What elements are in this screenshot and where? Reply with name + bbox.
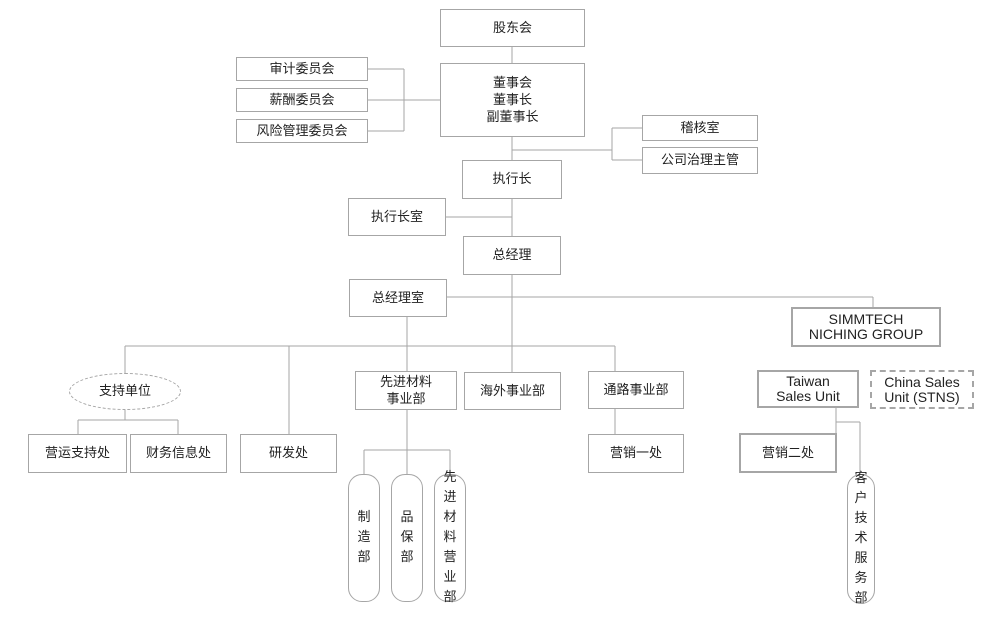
- board-node: 董事会 董事长 副董事长: [440, 63, 585, 137]
- finance-info-label: 财务信息处: [145, 446, 211, 461]
- simmtech-label-2: NICHING GROUP: [808, 326, 924, 342]
- advanced-materials-label: 先进材料事业部: [379, 374, 432, 407]
- compensation-committee-node: 薪酬委员会: [236, 88, 368, 112]
- china-sales-label-2: Unit (STNS): [884, 388, 960, 405]
- audit-office-node: 稽核室: [642, 115, 758, 141]
- support-units-node: 支持单位: [69, 373, 181, 410]
- overseas-node: 海外事业部: [464, 372, 561, 410]
- rd-label: 研发处: [268, 446, 308, 461]
- risk-committee-node: 风险管理委员会: [236, 119, 368, 143]
- risk-committee-label: 风险管理委员会: [256, 123, 348, 139]
- support-units-label: 支持单位: [98, 384, 151, 399]
- finance-info-node: 财务信息处: [130, 434, 227, 473]
- general-manager-node: 总经理: [463, 236, 561, 275]
- sales-2-node: 营销二处: [739, 433, 837, 473]
- ceo-office-node: 执行长室: [348, 198, 446, 236]
- governance-officer-node: 公司治理主管: [642, 147, 758, 174]
- gm-office-node: 总经理室: [349, 279, 447, 317]
- gm-office-label: 总经理室: [371, 290, 424, 306]
- channel-node: 通路事业部: [588, 371, 684, 409]
- ceo-office-label: 执行长室: [370, 209, 423, 225]
- rd-node: 研发处: [240, 434, 337, 473]
- taiwan-sales-label-1: Taiwan: [786, 373, 830, 389]
- taiwan-sales-label-2: Sales Unit: [776, 388, 840, 404]
- sales-1-label: 营销一处: [609, 446, 662, 461]
- customer-tech-label: 客户技术服务部: [854, 471, 868, 606]
- governance-officer-label: 公司治理主管: [660, 153, 739, 168]
- quality-node: 品保部: [391, 474, 423, 602]
- sales-2-label: 营销二处: [761, 445, 814, 461]
- quality-label: 品保部: [400, 510, 414, 565]
- advanced-materials-sales-node: 先进材料营业部: [434, 470, 466, 605]
- audit-committee-label: 审计委员会: [269, 61, 335, 77]
- general-manager-label: 总经理: [492, 248, 532, 263]
- advanced-materials-sales-label: 先进材料营业部: [443, 470, 457, 605]
- ceo-label: 执行长: [492, 172, 532, 187]
- ceo-node: 执行长: [462, 160, 562, 199]
- overseas-label: 海外事业部: [479, 383, 545, 399]
- simmtech-label-1: SIMMTECH: [828, 311, 904, 327]
- shareholders-node: 股东会: [440, 9, 585, 47]
- manufacturing-node: 制造部: [348, 474, 380, 602]
- shareholders-label: 股东会: [492, 20, 532, 36]
- audit-office-label: 稽核室: [680, 120, 720, 136]
- advanced-materials-node: 先进材料事业部: [355, 371, 457, 410]
- customer-tech-node: 客户技术服务部: [847, 471, 875, 606]
- audit-committee-node: 审计委员会: [236, 57, 368, 81]
- channel-label: 通路事业部: [603, 382, 669, 398]
- manufacturing-label: 制造部: [357, 510, 371, 565]
- sales-1-node: 营销一处: [588, 434, 684, 473]
- operations-support-label: 营运支持处: [44, 446, 110, 461]
- board-label-1: 董事会: [492, 75, 532, 91]
- taiwan-sales-node: Taiwan Sales Unit: [757, 370, 859, 408]
- operations-support-node: 营运支持处: [28, 434, 127, 473]
- china-sales-node: China Sales Unit (STNS): [870, 370, 974, 409]
- simmtech-node: SIMMTECH NICHING GROUP: [791, 307, 941, 347]
- board-label-3: 副董事长: [486, 109, 539, 125]
- china-sales-label-1: China Sales: [884, 373, 960, 390]
- board-label-2: 董事长: [492, 92, 532, 108]
- compensation-committee-label: 薪酬委员会: [269, 92, 335, 108]
